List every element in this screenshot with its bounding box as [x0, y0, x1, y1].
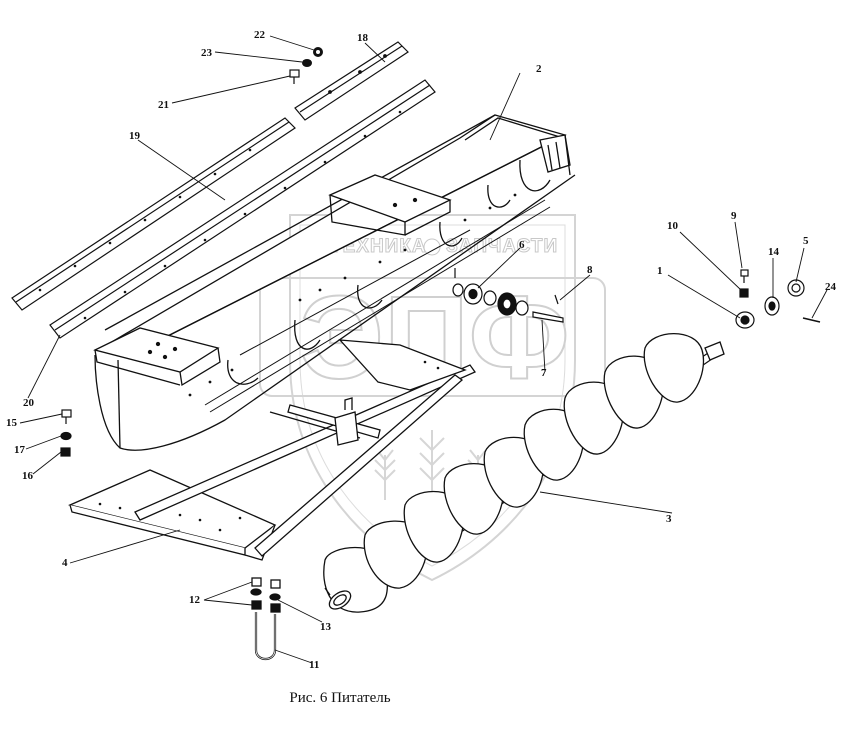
callout-12: 12	[189, 594, 201, 606]
callout-21: 21	[158, 99, 169, 111]
nut-22	[313, 47, 323, 57]
callout-7: 7	[541, 367, 547, 379]
right-end-parts	[735, 269, 821, 329]
watermark-text-right: ЗАПЧАСТИ	[446, 236, 558, 257]
callout-16: 16	[22, 470, 34, 482]
callout-2: 2	[536, 63, 542, 75]
strip-19	[11, 117, 296, 311]
callout-17: 17	[14, 444, 26, 456]
leader-lines	[19, 35, 828, 664]
callout-8: 8	[587, 264, 593, 276]
callout-3: 3	[666, 513, 672, 525]
callout-labels: 1 2 3 4 5 6 7 8 9 10 11 12 13 14 15 16 1…	[6, 29, 837, 671]
callout-15: 15	[6, 417, 18, 429]
callout-13: 13	[320, 621, 332, 633]
callout-22: 22	[254, 29, 266, 41]
feeder-housing	[93, 114, 576, 451]
callout-5: 5	[803, 235, 809, 247]
bolt-21	[289, 69, 300, 84]
bottom-frame	[67, 339, 476, 561]
callout-6: 6	[519, 239, 525, 251]
callout-4: 4	[62, 557, 68, 569]
auger	[323, 332, 725, 613]
callout-9: 9	[731, 210, 737, 222]
callout-18: 18	[357, 32, 369, 44]
gear-icon	[423, 238, 441, 256]
callout-19: 19	[129, 130, 141, 142]
callout-23: 23	[201, 47, 213, 59]
figure-caption: Рис. 6 Питатель	[289, 690, 391, 706]
callout-11: 11	[309, 659, 319, 671]
u-bolt-set	[250, 577, 281, 661]
strip-18	[294, 41, 409, 121]
left-hardware	[60, 409, 72, 457]
washer-23	[302, 59, 312, 67]
callout-20: 20	[23, 397, 35, 409]
bearing-assembly	[452, 268, 564, 323]
strip-20	[49, 79, 436, 339]
callout-14: 14	[768, 246, 780, 258]
callout-1: 1	[657, 265, 663, 277]
callout-10: 10	[667, 220, 679, 232]
callout-24: 24	[825, 281, 837, 293]
